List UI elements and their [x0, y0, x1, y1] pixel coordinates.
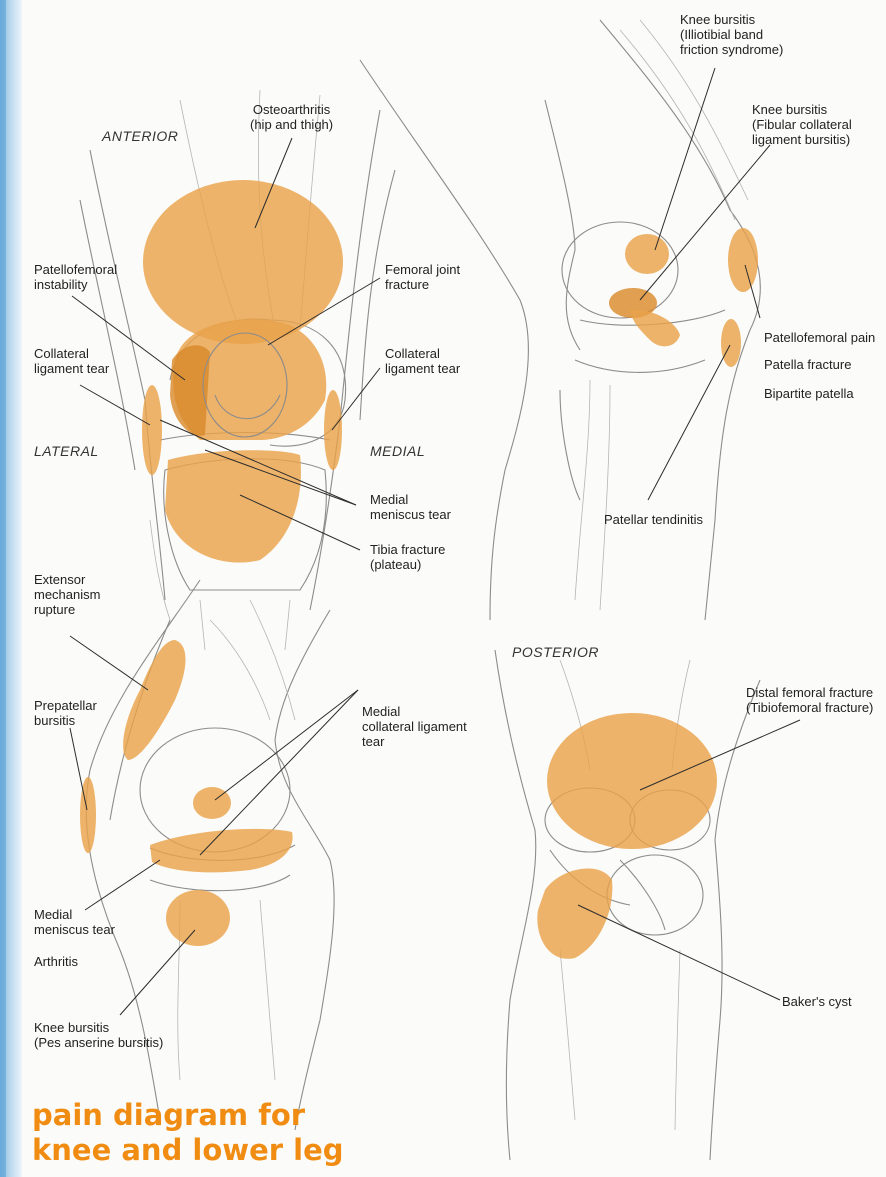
label-bakers-cyst: Baker's cyst: [782, 994, 852, 1009]
pain-area-patellofemoral: [170, 345, 210, 435]
label-medial-meniscus-front: Medial meniscus tear: [370, 492, 451, 522]
pain-area-osteoarthritis: [143, 180, 343, 344]
pain-area-collateral-left: [142, 385, 162, 475]
label-prepatellar-bursitis: Prepatellar bursitis: [34, 698, 97, 728]
label-osteoarthritis: Osteoarthritis (hip and thigh): [250, 102, 333, 132]
label-medial-collateral-tear: Medial collateral ligament tear: [362, 704, 467, 749]
pain-area-patellar-tendon: [721, 319, 741, 367]
pain-area-patella-side: [728, 228, 758, 292]
view-posterior: POSTERIOR: [512, 644, 599, 660]
label-collateral-tear-right: Collateral ligament tear: [385, 346, 460, 376]
pain-area-bakers-cyst: [537, 869, 612, 959]
pain-area-collateral-right: [324, 390, 342, 470]
label-knee-bursitis-itb: Knee bursitis (Illiotibial band friction…: [680, 12, 783, 57]
medial-pain-areas: [80, 640, 293, 946]
pain-area-distal-femoral: [547, 713, 717, 849]
label-patella-fracture: Patella fracture: [764, 357, 851, 372]
label-pes-anserine: Knee bursitis (Pes anserine bursitis): [34, 1020, 163, 1050]
title-line-1: pain diagram for: [32, 1099, 305, 1131]
pain-area-lateral-meniscus: [630, 310, 680, 347]
label-patellar-tendinitis: Patellar tendinitis: [604, 512, 703, 527]
label-knee-bursitis-fibular: Knee bursitis (Fibular collateral ligame…: [752, 102, 852, 147]
label-tibia-fracture: Tibia fracture (plateau): [370, 542, 445, 572]
label-bipartite-patella: Bipartite patella: [764, 386, 854, 401]
label-femoral-joint-fracture: Femoral joint fracture: [385, 262, 460, 292]
label-patellofemoral-pain: Patellofemoral pain: [764, 330, 875, 345]
view-anterior: ANTERIOR: [102, 128, 178, 144]
view-lateral: LATERAL: [34, 443, 99, 459]
pain-area-pes-anserine: [166, 890, 230, 946]
pain-area-itb: [625, 234, 669, 274]
pain-area-tibia: [165, 450, 301, 562]
label-collateral-tear-left: Collateral ligament tear: [34, 346, 109, 376]
pain-area-medial-meniscus: [150, 829, 293, 872]
view-medial: MEDIAL: [370, 443, 425, 459]
label-arthritis: Arthritis: [34, 954, 78, 969]
label-medial-meniscus-side: Medial meniscus tear: [34, 907, 115, 937]
anterior-pain-areas: [142, 180, 343, 563]
title-line-2: knee and lower leg: [32, 1134, 344, 1166]
label-patellofemoral-instability: Patellofemoral instability: [34, 262, 117, 292]
side-knee-drawing: [360, 20, 760, 620]
label-distal-femoral-fracture: Distal femoral fracture (Tibiofemoral fr…: [746, 685, 873, 715]
label-extensor-rupture: Extensor mechanism rupture: [34, 572, 100, 617]
